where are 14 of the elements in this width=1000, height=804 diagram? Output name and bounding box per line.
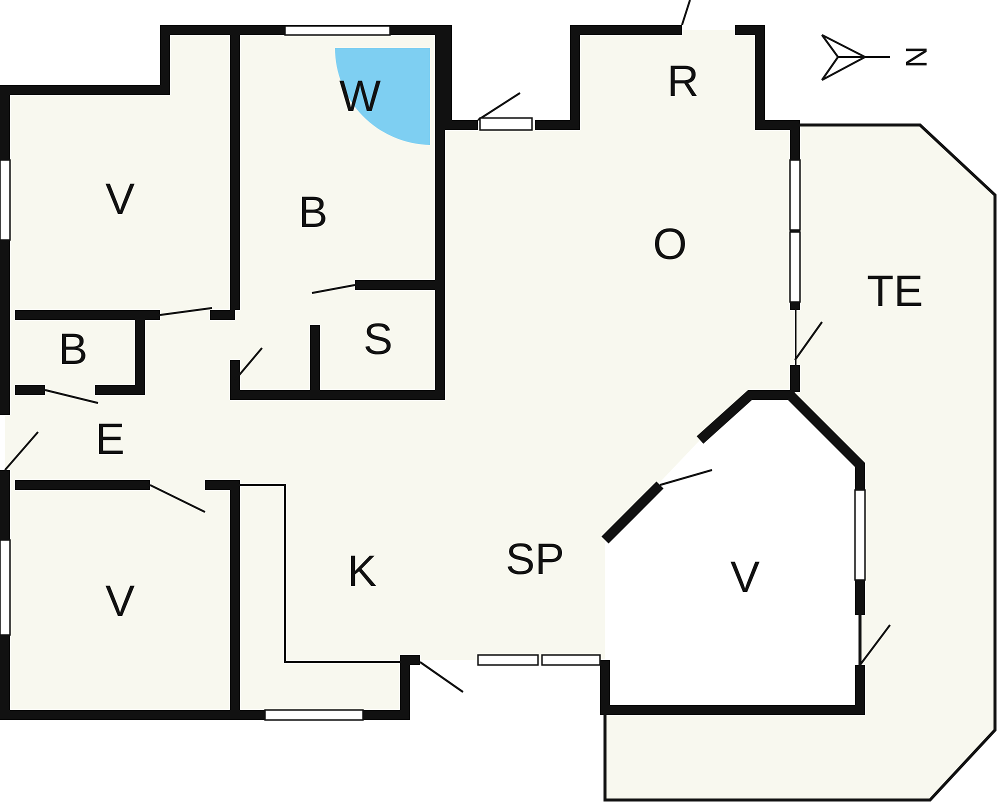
compass-letter: N: [900, 46, 930, 68]
room-label: K: [347, 550, 377, 594]
room-label: TE: [866, 270, 924, 314]
room-label: E: [95, 418, 125, 462]
room-label: R: [667, 60, 699, 104]
room-label: B: [298, 191, 328, 235]
room-label: V: [730, 556, 760, 600]
room-label: V: [105, 580, 135, 624]
room-label: W: [339, 75, 381, 119]
room-label: B: [58, 328, 88, 372]
room-label: O: [652, 223, 688, 267]
room-label: SP: [506, 538, 564, 582]
room-label: S: [363, 318, 393, 362]
room-label: V: [105, 178, 135, 222]
